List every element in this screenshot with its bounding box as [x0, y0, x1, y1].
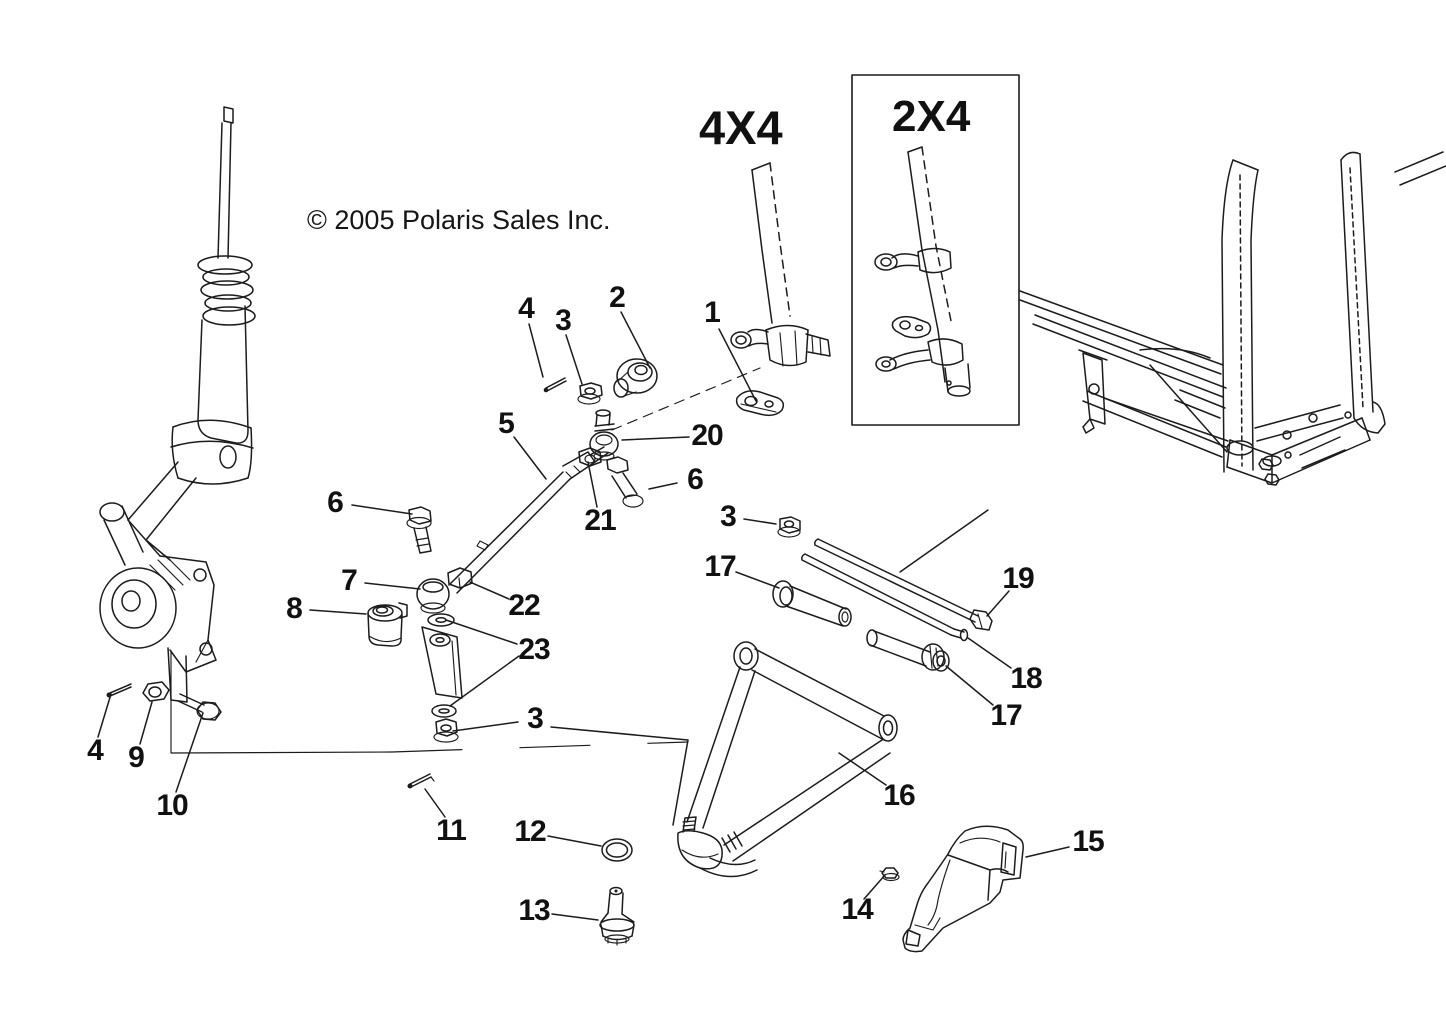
variant-label-4x4: 4X4 — [699, 101, 783, 154]
part-callout-6-8: 6 — [327, 486, 344, 519]
rod-end-washers-and-arm — [421, 613, 463, 743]
part-callout-22-26: 22 — [508, 589, 540, 622]
tie-rod-end-outer-20 — [589, 409, 619, 461]
part-callout-15-18: 15 — [1072, 825, 1104, 858]
part-callout-20-24: 20 — [691, 419, 723, 452]
part-callout-2-1: 2 — [609, 281, 626, 314]
part-callout-9-12: 9 — [128, 741, 145, 774]
nut-3-top — [577, 382, 603, 405]
part-callout-11-14: 11 — [436, 814, 467, 847]
part-callout-19-23: 19 — [1002, 562, 1034, 595]
part-callout-23-27: 23 — [518, 633, 550, 666]
bolt-6-right — [606, 456, 644, 508]
part-callout-10-13: 10 — [156, 789, 188, 822]
shock-absorber — [127, 106, 256, 541]
part-callout-8-11: 8 — [286, 592, 303, 625]
pivot-hardware — [772, 509, 993, 672]
assembly-lines — [170, 367, 761, 754]
part-callout-4-6: 4 — [87, 734, 104, 767]
bearing-2 — [613, 358, 658, 398]
variant-label-2x4: 2X4 — [892, 92, 971, 141]
part-callout-1-0: 1 — [704, 296, 721, 329]
part-callout-12-15: 12 — [514, 815, 546, 848]
part-callout-3-3: 3 — [527, 702, 544, 735]
part-callout-6-9: 6 — [687, 463, 704, 496]
inset-box-2x4 — [851, 74, 1020, 426]
jam-nut-21 — [578, 447, 602, 467]
tie-rod-end-inner — [416, 567, 473, 614]
copyright-text: © 2005 Polaris Sales Inc. — [307, 205, 611, 235]
part-callout-7-10: 7 — [341, 564, 358, 597]
knuckle-hardware — [106, 681, 222, 721]
part-callout-13-16: 13 — [518, 894, 550, 927]
steering-column-4x4 — [730, 162, 831, 417]
steering-knuckle — [99, 502, 217, 703]
part-callout-5-7: 5 — [498, 407, 515, 440]
part-callout-16-19: 16 — [883, 779, 915, 812]
part-callout-3-2: 3 — [555, 304, 572, 337]
part-callout-18-22: 18 — [1010, 662, 1042, 695]
part-callout-17-20: 17 — [704, 550, 736, 583]
bolt-6-left — [406, 506, 432, 554]
part-callout-21-25: 21 — [584, 504, 616, 537]
frame — [1019, 151, 1446, 486]
part-callout-17-21: 17 — [990, 699, 1022, 732]
cotter-pin-4-top — [543, 377, 567, 393]
a-arm — [677, 641, 898, 878]
part-callout-14-17: 14 — [841, 893, 873, 926]
part-callout-4-5: 4 — [518, 292, 535, 325]
tie-rod — [448, 446, 609, 594]
bushing-8 — [367, 602, 408, 647]
a-arm-guard — [879, 825, 1024, 953]
part-callout-3-4: 3 — [720, 500, 737, 533]
balljoint-parts — [407, 773, 635, 946]
callout-leaders — [97, 311, 1070, 921]
